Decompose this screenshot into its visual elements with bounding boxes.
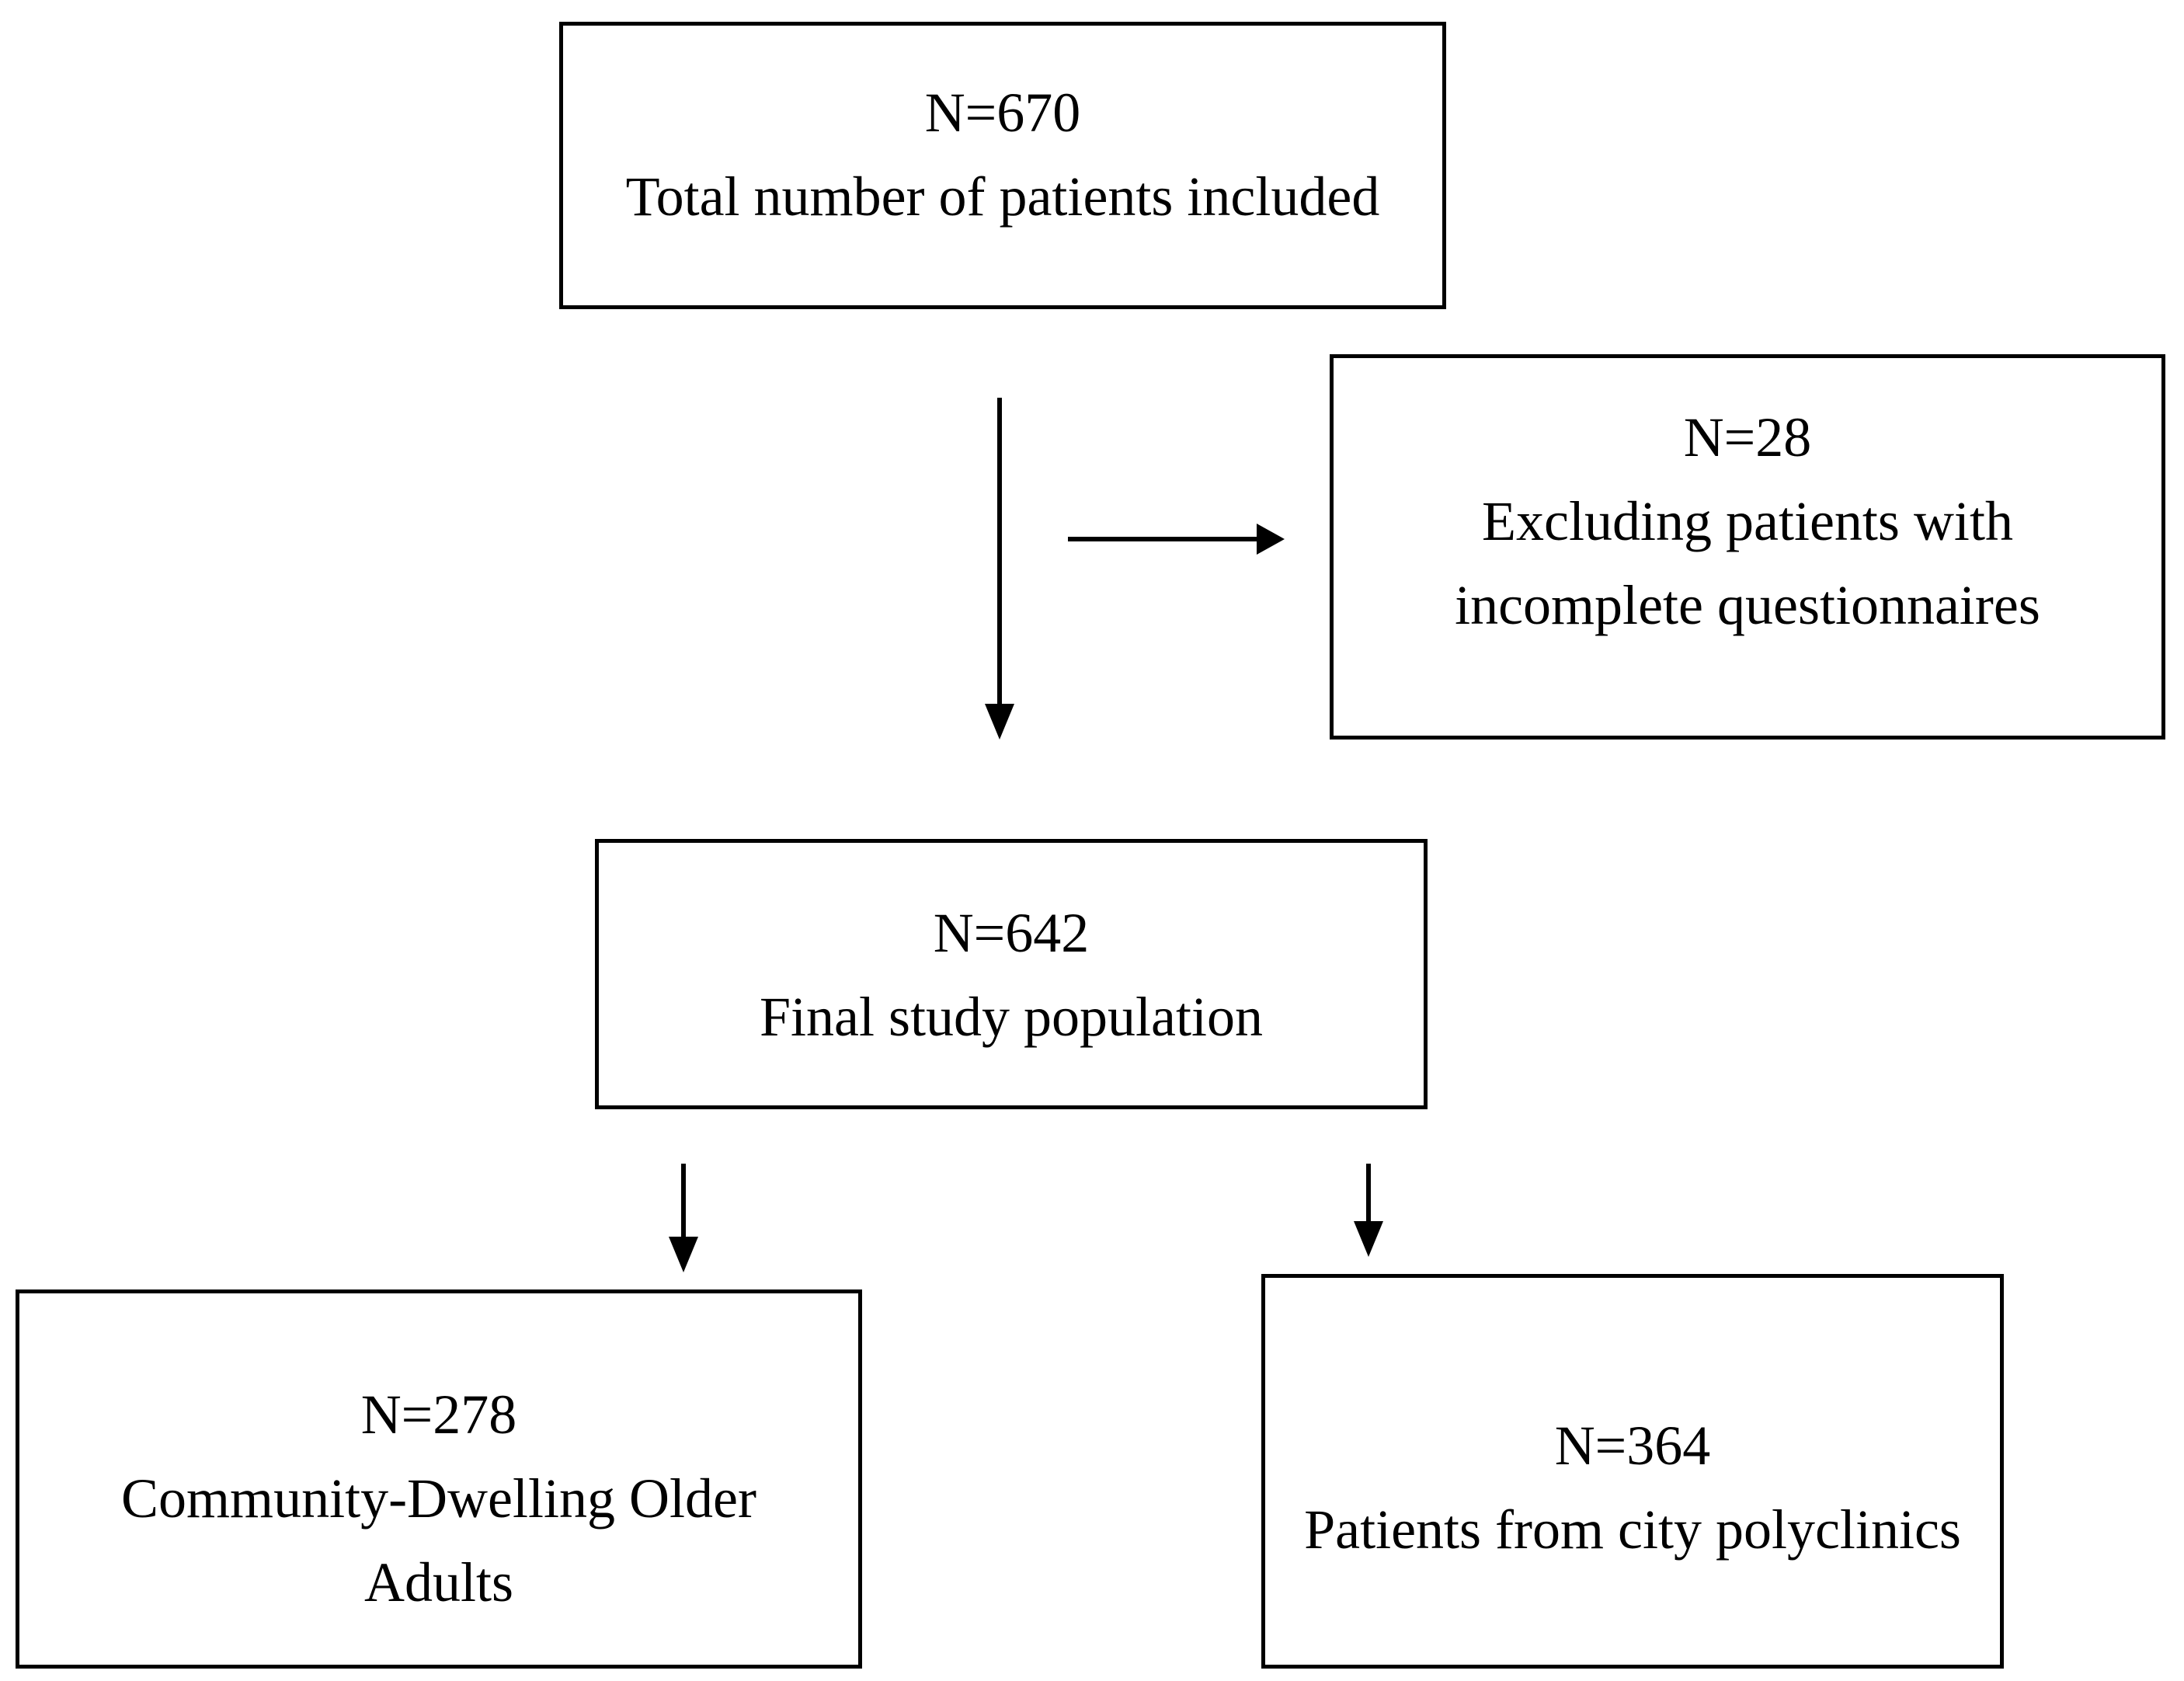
community-dwelling-label: Community-Dwelling Older Adults xyxy=(121,1467,756,1613)
final-population-label: Final study population xyxy=(760,986,1263,1048)
community-dwelling-box: N=278 Community-Dwelling Older Adults xyxy=(16,1289,862,1669)
total-patients-label: Total number of patients included xyxy=(625,165,1380,228)
excluded-patients-label-line2: incomplete questionnaires xyxy=(1455,574,2040,636)
exclusion-arrowhead xyxy=(1257,524,1285,555)
main-flow-arrowhead xyxy=(985,704,1014,740)
excluded-patients-label-line1: Excluding patients with xyxy=(1482,490,2013,552)
total-patients-box: N=670 Total number of patients included xyxy=(559,22,1446,309)
excluded-patients-count: N=28 xyxy=(1683,406,1812,468)
right-branch-arrowhead xyxy=(1354,1221,1383,1257)
polyclinics-label: Patients from city polyclinics xyxy=(1304,1498,1961,1561)
total-patients-count: N=670 xyxy=(924,82,1081,144)
polyclinics-box: N=364 Patients from city polyclinics xyxy=(1261,1274,2004,1669)
excluded-patients-box: N=28 Excluding patients with incomplete … xyxy=(1330,354,2165,740)
community-dwelling-count: N=278 xyxy=(360,1383,517,1446)
polyclinics-count: N=364 xyxy=(1554,1415,1711,1477)
final-population-box: N=642 Final study population xyxy=(595,839,1428,1109)
final-population-count: N=642 xyxy=(933,902,1090,964)
left-branch-arrowhead xyxy=(669,1237,698,1272)
